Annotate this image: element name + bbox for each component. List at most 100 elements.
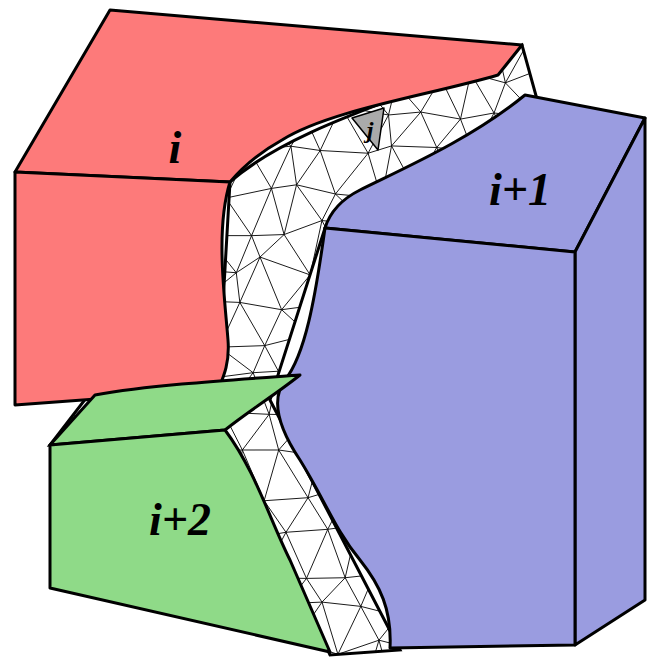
mesh-edge [0,373,7,421]
mesh-edge [392,650,418,661]
mesh-edge [0,608,1,646]
index-label: i [169,125,182,171]
mesh-edge [252,236,260,257]
mesh-edge [81,604,101,646]
mesh-edge [253,346,265,373]
mesh-edge [1,525,22,573]
mesh-edge [1,573,24,607]
mesh-edge [260,257,310,275]
mesh-edge [635,650,649,661]
mesh-edge [452,655,467,661]
mesh-edge [133,647,155,661]
mesh-edge [443,655,452,661]
mesh-edge [269,414,279,450]
mesh-edge [11,6,52,8]
mesh-edge [320,151,335,195]
mesh-edge [242,449,278,450]
mesh-edge [0,8,11,36]
mesh-edge [600,653,635,661]
mesh-edge [81,645,110,647]
mesh-edge [564,30,583,73]
mesh-edge [277,0,326,3]
mesh-edge [284,185,296,235]
mesh-edge [0,226,12,259]
mesh-edge [11,0,37,8]
mesh-edge [271,185,296,189]
mesh-edge [322,602,361,606]
mesh-edge [179,641,185,661]
mesh-edge [0,414,7,421]
mesh-edge [338,606,361,654]
mesh-edge [22,497,40,525]
mesh-edge [364,640,379,661]
mesh-edge [0,76,15,121]
mesh-edge [52,0,94,7]
mesh-edge [654,192,660,228]
mesh-edge [574,649,600,653]
mesh-edge [494,83,505,113]
mesh-edge [460,0,474,42]
mesh-edge [619,44,647,78]
mesh-edge [654,147,661,192]
mesh-edge [42,409,70,415]
mesh-edge [185,641,207,661]
mesh-edge [185,641,225,642]
mesh-edge [564,29,600,30]
mesh-edge [240,302,282,309]
block-face [278,228,575,648]
mesh-edge [253,371,278,372]
mesh-edge [226,640,268,642]
mesh-edge [0,143,16,152]
mesh-edge [467,655,494,661]
mesh-edge [649,650,661,661]
mesh-edge [155,613,164,647]
mesh-edge [0,334,5,372]
index-label: i+2 [149,497,211,543]
mesh-edge [649,613,661,650]
mesh-edge [649,74,661,108]
mesh-edge [361,606,379,640]
mesh-edge [0,334,5,341]
mesh-edge [297,185,322,221]
block-face [352,108,384,150]
mesh-edge [436,0,464,6]
mesh-edge [633,8,646,44]
mesh-edge [22,409,41,457]
mesh-edge [585,5,634,9]
mesh-edge [555,0,584,5]
mesh-edge [291,146,320,150]
mesh-edge [527,30,564,44]
mesh-edge [0,182,6,230]
mesh-edge [554,649,573,661]
mesh-edge [436,6,460,41]
mesh-edge [0,646,1,661]
mesh-edge [41,73,49,114]
mesh-edge [226,198,252,236]
block-outline [266,90,650,653]
mesh-edge [306,577,345,579]
mesh-edge [24,602,58,606]
mesh-edge [284,221,322,235]
mesh-edge [260,235,284,258]
mesh-edge [654,187,661,192]
mesh-edge [657,381,661,383]
mesh-edge [0,563,1,572]
mesh-edge [22,525,37,578]
mesh-edge [0,573,1,609]
mesh-element: j [348,104,388,154]
mesh-edge [543,30,564,69]
mesh-edge [607,0,633,8]
mesh-edge [509,0,527,44]
mesh-edge [52,7,79,42]
mesh-edge [22,458,40,497]
mesh-edge [421,112,437,147]
mesh-edge [242,640,268,661]
mesh-edge [33,7,52,36]
mesh-edge [90,647,110,661]
mesh-edge [387,0,398,34]
mesh-edge [11,8,32,36]
mesh-edge [176,0,193,3]
mesh-edge [0,458,22,461]
